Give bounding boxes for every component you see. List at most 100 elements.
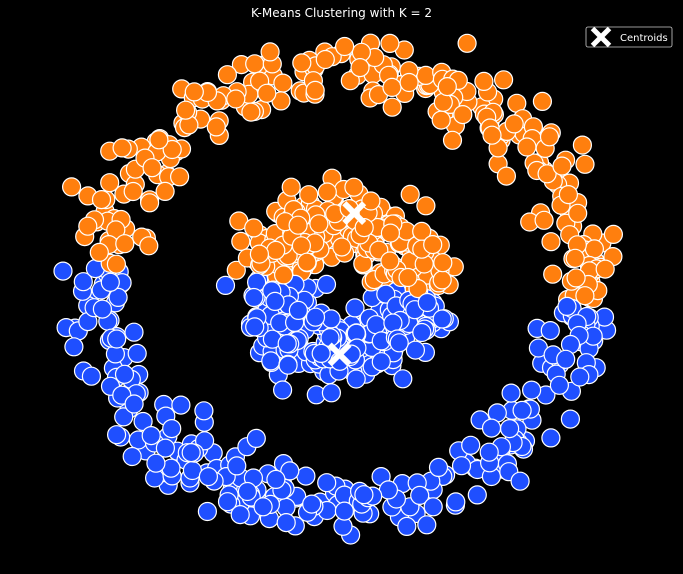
data-point <box>297 252 317 272</box>
data-point <box>345 298 365 318</box>
data-point <box>230 504 250 525</box>
data-point <box>311 343 331 363</box>
data-point <box>107 329 127 349</box>
data-point <box>584 239 605 259</box>
data-point <box>123 181 143 202</box>
data-point <box>115 234 135 254</box>
data-point <box>273 380 293 400</box>
legend-centroid-marker <box>590 26 612 48</box>
data-point <box>149 130 169 150</box>
data-point <box>416 65 436 86</box>
data-point <box>437 76 457 97</box>
data-point <box>537 164 557 184</box>
data-point <box>122 446 142 467</box>
data-point <box>412 322 432 343</box>
data-point <box>108 287 128 307</box>
data-point <box>61 177 82 197</box>
data-point <box>446 492 466 512</box>
data-point <box>380 33 400 54</box>
data-point <box>215 275 236 295</box>
data-point <box>299 185 319 205</box>
data-point <box>315 49 335 70</box>
data-point <box>140 193 160 213</box>
legend-label: Centroids <box>620 33 668 44</box>
data-point <box>155 438 175 458</box>
data-point <box>206 117 226 137</box>
data-point <box>114 407 134 427</box>
legend-centroid-icon <box>590 26 612 48</box>
data-point <box>217 65 237 85</box>
data-point <box>383 313 403 333</box>
data-point <box>512 400 532 420</box>
data-point <box>366 315 386 335</box>
data-point <box>346 369 366 389</box>
data-point <box>501 383 521 403</box>
data-point <box>393 369 413 389</box>
data-point <box>302 494 322 514</box>
data-point <box>127 343 147 363</box>
data-point <box>317 182 337 202</box>
data-point <box>482 125 502 145</box>
data-point <box>481 418 502 438</box>
data-point <box>106 254 127 274</box>
data-point <box>557 296 577 316</box>
centroid-marker <box>327 342 352 367</box>
data-point <box>226 89 246 109</box>
data-point <box>273 73 293 93</box>
data-point <box>521 380 542 400</box>
data-point <box>112 138 132 158</box>
data-point <box>399 72 419 93</box>
data-point <box>320 328 340 348</box>
data-point <box>534 210 554 230</box>
data-point <box>432 270 452 290</box>
data-point <box>288 215 308 235</box>
data-point <box>334 501 354 521</box>
data-point <box>245 317 265 337</box>
data-point <box>398 267 418 288</box>
data-point <box>227 456 247 476</box>
data-point <box>572 135 593 155</box>
data-point <box>504 114 524 134</box>
data-point <box>380 223 400 243</box>
data-point <box>354 218 374 238</box>
data-point <box>321 383 341 403</box>
data-point <box>442 130 463 150</box>
data-point <box>292 53 312 73</box>
data-point <box>354 485 374 505</box>
data-point <box>139 236 159 256</box>
data-point <box>114 364 135 384</box>
data-point <box>595 259 615 279</box>
data-point <box>332 237 352 257</box>
data-point <box>400 184 420 204</box>
data-point <box>541 232 561 252</box>
data-point <box>237 481 257 502</box>
data-point <box>405 340 425 360</box>
data-point <box>162 419 182 439</box>
data-point <box>261 351 281 371</box>
data-point <box>432 309 452 329</box>
centroid-markers <box>327 201 367 367</box>
data-point <box>265 291 285 311</box>
data-point <box>278 355 298 375</box>
data-point <box>540 321 560 341</box>
data-point <box>184 82 204 102</box>
data-point <box>182 460 202 481</box>
data-point <box>246 428 266 448</box>
data-point <box>461 435 481 455</box>
data-point <box>410 485 430 505</box>
data-point <box>549 375 570 395</box>
data-point <box>389 333 409 353</box>
data-point <box>500 419 520 439</box>
data-point <box>552 156 572 176</box>
data-point <box>291 236 311 256</box>
data-point <box>603 224 624 244</box>
data-point <box>249 244 269 264</box>
data-point <box>543 264 563 284</box>
data-point <box>423 235 443 255</box>
data-point <box>371 352 391 372</box>
data-point <box>382 77 402 98</box>
data-point <box>397 516 417 537</box>
data-point <box>280 461 300 481</box>
data-point <box>340 71 360 91</box>
data-point <box>316 274 337 294</box>
